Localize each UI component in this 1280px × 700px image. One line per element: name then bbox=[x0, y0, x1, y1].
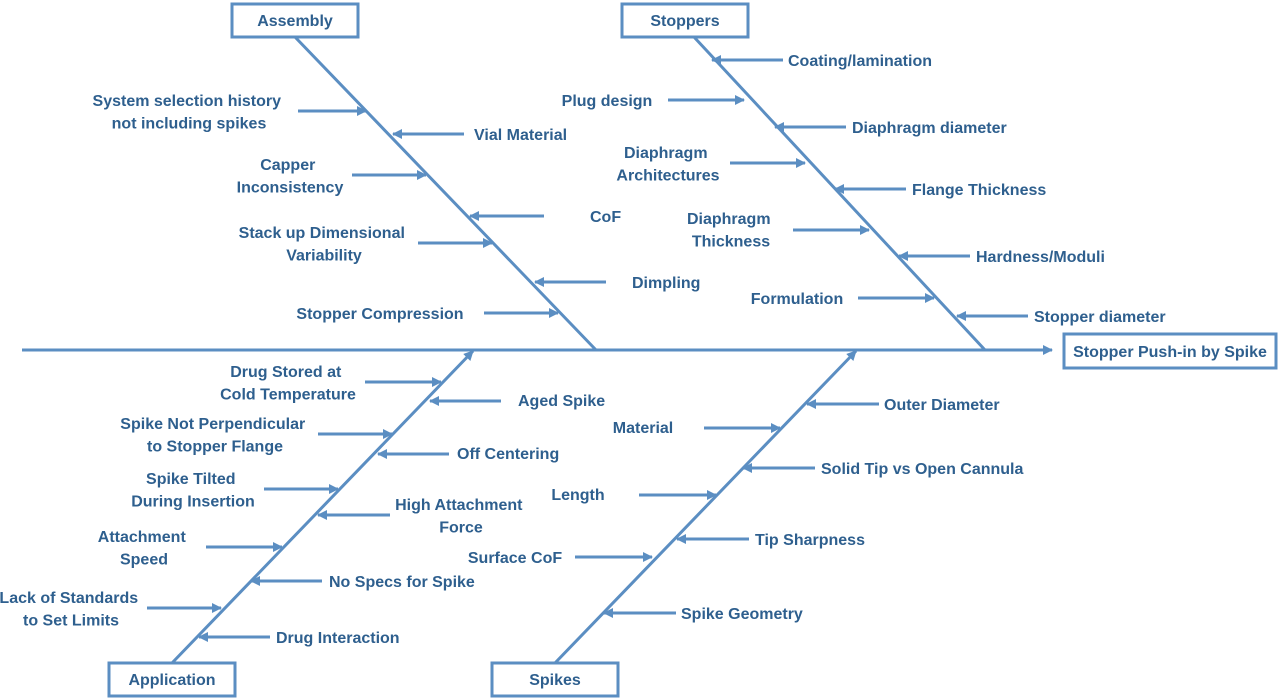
cause-cof: CoF bbox=[590, 209, 621, 226]
category-assembly: Assembly bbox=[230, 2, 360, 39]
category-assembly-label: Assembly bbox=[257, 13, 333, 30]
cause-diaphragm-architectures: Diaphragm Architectures bbox=[616, 145, 719, 184]
cause-hardness: Hardness/Moduli bbox=[976, 249, 1105, 266]
effect-box: Stopper Push-in by Spike bbox=[1062, 332, 1278, 370]
cause-formulation: Formulation bbox=[751, 291, 843, 308]
category-application-label: Application bbox=[128, 672, 215, 689]
cause-length: Length bbox=[551, 487, 604, 504]
application-bone bbox=[170, 349, 475, 665]
cause-high-attachment: High Attachment Force bbox=[395, 497, 527, 536]
cause-stopper-compression: Stopper Compression bbox=[296, 306, 463, 323]
cause-stack-up: Stack up Dimensional Variability bbox=[239, 225, 410, 264]
cause-dimpling: Dimpling bbox=[632, 275, 700, 292]
cause-stopper-diameter: Stopper diameter bbox=[1034, 309, 1166, 326]
cause-drug-interaction: Drug Interaction bbox=[276, 630, 400, 647]
cause-flange-thickness: Flange Thickness bbox=[912, 182, 1046, 199]
category-stoppers-label: Stoppers bbox=[650, 13, 719, 30]
cause-aged-spike: Aged Spike bbox=[518, 393, 605, 410]
cause-vial-material: Vial Material bbox=[474, 127, 567, 144]
cause-no-specs: No Specs for Spike bbox=[329, 574, 475, 591]
cause-tilted: Spike Tilted During Insertion bbox=[131, 471, 255, 510]
cause-diaphragm-diameter: Diaphragm diameter bbox=[852, 120, 1007, 137]
cause-diaphragm-thickness: Diaphragm Thickness bbox=[687, 211, 775, 250]
cause-capper: Capper Inconsistency bbox=[237, 157, 344, 196]
cause-surface-cof: Surface CoF bbox=[468, 550, 562, 567]
cause-plug-design: Plug design bbox=[562, 93, 653, 110]
cause-outer-diameter: Outer Diameter bbox=[884, 397, 1000, 414]
cause-drug-stored: Drug Stored at Cold Temperature bbox=[220, 364, 356, 403]
cause-system-selection: System selection history not including s… bbox=[93, 93, 286, 132]
category-spikes-label: Spikes bbox=[529, 672, 581, 689]
category-stoppers: Stoppers bbox=[620, 2, 750, 39]
cause-coating: Coating/lamination bbox=[788, 53, 932, 70]
category-spikes: Spikes bbox=[490, 661, 620, 698]
assembly-bone bbox=[293, 35, 598, 352]
cause-attachment-speed: Attachment Speed bbox=[98, 529, 190, 568]
cause-not-perpendicular: Spike Not Perpendicular to Stopper Flang… bbox=[120, 416, 309, 455]
effect-label: Stopper Push-in by Spike bbox=[1073, 344, 1267, 361]
cause-material: Material bbox=[613, 420, 673, 437]
cause-tip-sharpness: Tip Sharpness bbox=[755, 532, 865, 549]
cause-lack-standards: Lack of Standards to Set Limits bbox=[0, 590, 143, 629]
cause-off-centering: Off Centering bbox=[457, 446, 559, 463]
cause-spike-geometry: Spike Geometry bbox=[681, 606, 803, 623]
cause-solid-tip: Solid Tip vs Open Cannula bbox=[821, 461, 1024, 478]
category-application: Application bbox=[107, 661, 237, 698]
